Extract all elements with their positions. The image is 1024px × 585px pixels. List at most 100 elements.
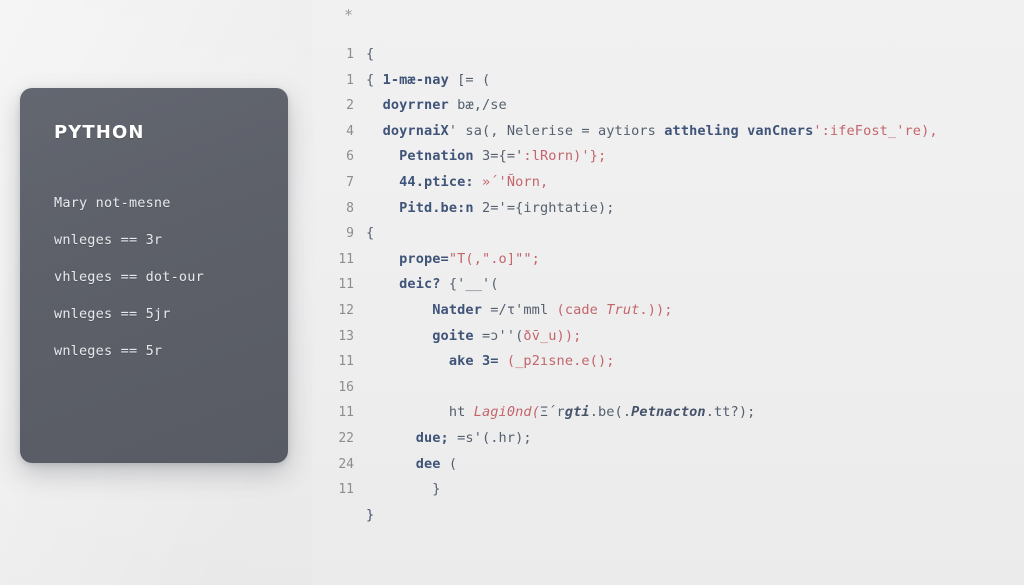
code-token: Ξ´r <box>539 404 565 421</box>
line-number: 8 <box>346 200 354 216</box>
line-number: 11 <box>338 354 354 370</box>
python-card-title: PYTHON <box>54 122 145 143</box>
code-token: {'__'( <box>448 276 499 293</box>
code-line-row[interactable]: 11 ake 3= (_p2ısne.e(); <box>312 349 1024 375</box>
code-line-row[interactable]: 4 doyrnaiX' sa(, Nelerise = aytiors atth… <box>312 119 1024 145</box>
code-line-text[interactable]: prope="T(,".o]""; <box>366 247 540 273</box>
code-token: ake 3= <box>366 353 507 370</box>
code-token: ' sa(, <box>448 122 507 139</box>
code-token: dee <box>366 455 449 472</box>
code-line-row[interactable]: 16 <box>312 375 1024 401</box>
code-line-text[interactable]: due; =ѕ'(.hr); <box>366 426 532 452</box>
line-number: 4 <box>346 123 354 139</box>
code-line-text[interactable]: 44.ptice: »´'Ñorn, <box>366 170 548 196</box>
line-number <box>312 503 366 529</box>
code-line-text[interactable]: ht Lagi0nd(Ξ´rgti.be(.Petnacton.tt?); <box>366 400 755 426</box>
code-line-row[interactable]: 24 dee ( <box>312 452 1024 478</box>
python-card-line: wnleges == 5jr <box>54 306 171 322</box>
code-line-text[interactable]: doyrrner bæ,/se <box>366 93 507 119</box>
code-line-text[interactable]: Natder =/τ'mml (cade Trut.)); <box>366 298 673 324</box>
code-token: "T(,".o]""; <box>448 250 540 267</box>
code-token: Lagi0nd( <box>473 404 540 421</box>
editor-marker-row: * <box>312 0 353 30</box>
code-token: =/τ'mml <box>490 301 557 318</box>
code-token: .be(. <box>589 404 632 421</box>
code-line-row[interactable]: 13 goite =ɔ''(ðv̄_u)); <box>312 324 1024 350</box>
code-token: =ѕ'(.hr); <box>457 429 532 446</box>
code-line-text[interactable]: deic? {'__'( <box>366 272 499 298</box>
code-token: »´'Ñorn, <box>481 173 549 190</box>
line-number: 12 <box>338 302 354 318</box>
closing-brace-text: } <box>366 507 375 523</box>
code-token: { <box>366 71 383 88</box>
code-line-text[interactable]: } <box>366 477 441 503</box>
code-line-text[interactable]: dee ( <box>366 452 457 478</box>
code-line-row[interactable]: 1{ <box>312 42 1024 68</box>
code-token: goite <box>366 327 482 344</box>
code-closing-brace-row: } <box>312 503 374 529</box>
code-line-row[interactable]: 12 Natder =/τ'mml (cade Trut.)); <box>312 298 1024 324</box>
python-card-line: vhleges == dot-our <box>54 269 204 285</box>
line-number: 24 <box>338 456 354 472</box>
code-line-row[interactable]: 6 Petnation 3={=':lRorn)'}; <box>312 144 1024 170</box>
code-token: ':ifeFost_'re), <box>813 122 938 139</box>
line-number: 11 <box>338 405 354 421</box>
code-line-text[interactable]: { 1-mæ-nay [= ( <box>366 68 490 94</box>
line-number: 1 <box>346 47 354 62</box>
code-line-row[interactable]: 8 Pitd.be:n 2='={irghtatie); <box>312 196 1024 222</box>
python-card-line: Mary not-mesne <box>54 195 171 211</box>
code-token: ( <box>448 455 458 472</box>
code-token: doyrrner <box>366 97 458 114</box>
code-line-text[interactable]: doyrnaiX' sa(, Nelerise = aytiors atthel… <box>366 119 938 145</box>
code-token: 1-mæ-nay <box>382 71 458 88</box>
line-number: 1 <box>346 72 354 88</box>
code-token: Pitd.be:n <box>366 199 482 216</box>
code-token: ðv̄_u)); <box>523 327 582 344</box>
code-token: .)); <box>639 301 673 318</box>
code-line-text[interactable]: ake 3= (_p2ısne.e(); <box>366 349 615 375</box>
code-token: } <box>366 481 441 498</box>
code-line-text[interactable]: goite =ɔ''(ðv̄_u)); <box>366 324 581 350</box>
code-line-row[interactable]: 2 doyrrner bæ,/se <box>312 93 1024 119</box>
line-number: 11 <box>338 277 354 293</box>
line-number: 11 <box>338 251 354 267</box>
python-info-card: PYTHON Mary not-mesne wnleges == 3r vhlege… <box>20 88 288 463</box>
code-token: 2='={irghtatie); <box>481 199 615 216</box>
code-token: { <box>366 225 375 242</box>
line-number: 2 <box>346 98 354 114</box>
line-number: 9 <box>346 226 354 242</box>
code-line-row[interactable]: 9{ <box>312 221 1024 247</box>
code-token: deic? <box>366 276 449 293</box>
code-line-text[interactable]: { <box>366 42 374 68</box>
code-line-row[interactable]: 7 44.ptice: »´'Ñorn, <box>312 170 1024 196</box>
code-line-row[interactable]: 1 { 1-mæ-nay [= ( <box>312 68 1024 94</box>
code-token: bæ,/se <box>457 97 507 114</box>
code-token: [= ( <box>457 71 491 88</box>
code-line-row[interactable]: 11 } <box>312 477 1024 503</box>
code-token: attheling vanCners <box>664 122 814 139</box>
code-line-row[interactable]: 11 prope="T(,".o]""; <box>312 247 1024 273</box>
code-token: { <box>366 46 375 62</box>
code-token: :lRorn)'}; <box>523 148 607 165</box>
code-token: due; <box>366 429 458 446</box>
code-token: 3={=' <box>481 148 524 165</box>
line-number: 7 <box>346 174 354 190</box>
python-card-line: wnleges == 5r <box>54 343 163 359</box>
code-token: Nelerise = aytiors <box>506 122 665 139</box>
code-line-row[interactable]: 11 ht Lagi0nd(Ξ´rgti.be(.Petnacton.tt?); <box>312 400 1024 426</box>
code-token: Petnation <box>366 148 482 165</box>
code-line-row[interactable]: 22 due; =ѕ'(.hr); <box>312 426 1024 452</box>
code-token: Trut <box>606 301 640 318</box>
code-line-text[interactable]: Pitd.be:n 2='={irghtatie); <box>366 196 615 222</box>
code-line-row[interactable]: 11 deic? {'__'( <box>312 272 1024 298</box>
line-number: 6 <box>346 149 354 165</box>
line-number: 11 <box>338 482 354 498</box>
code-token: (_p2ısne.e(); <box>506 353 615 370</box>
line-number: 22 <box>338 430 354 446</box>
code-line-text[interactable]: { <box>366 221 374 247</box>
code-line-text[interactable]: Petnation 3={=':lRorn)'}; <box>366 144 606 170</box>
code-token: gti <box>564 404 590 421</box>
python-card-line: wnleges == 3r <box>54 232 163 248</box>
